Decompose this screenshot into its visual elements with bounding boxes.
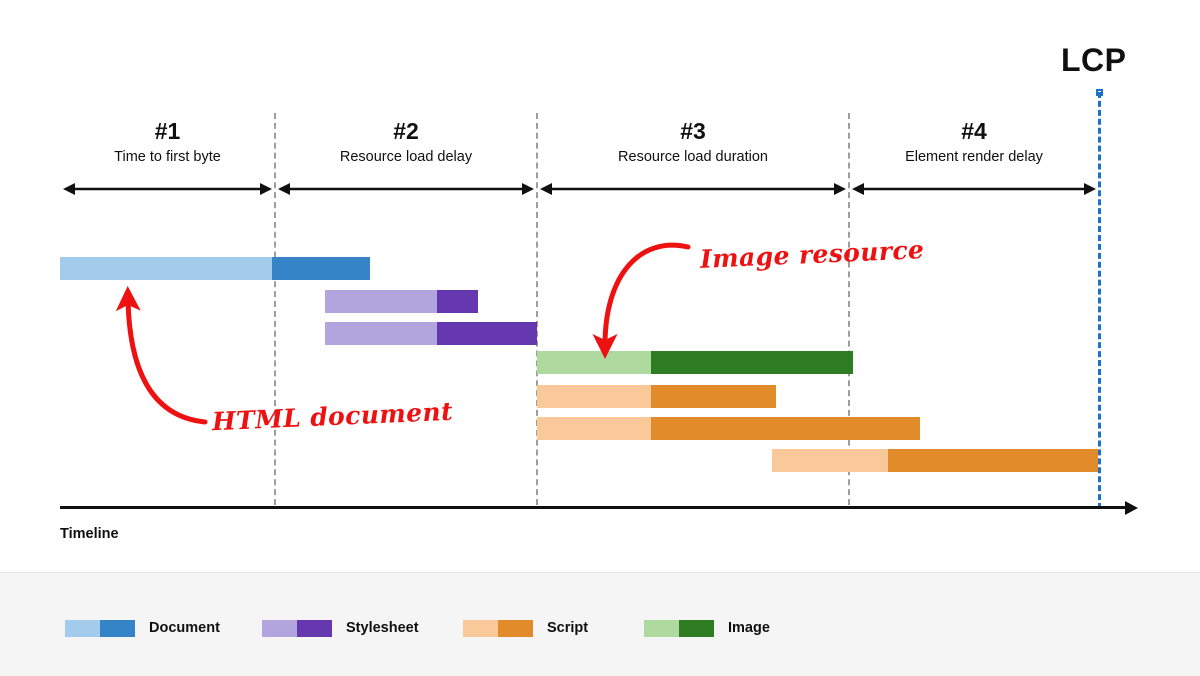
bar-script-5 (537, 385, 776, 408)
legend-item-image[interactable]: Image (644, 618, 770, 638)
bar-script-6 (537, 417, 920, 440)
gridline-2 (536, 113, 538, 505)
bar-segment-transfer (651, 385, 776, 408)
legend-swatch-light (262, 619, 297, 637)
bar-segment-transfer (651, 417, 920, 440)
phase-1-number: #1 (154, 118, 181, 144)
bar-segment-wait (772, 449, 888, 472)
phase-4-name: Element render delay (905, 149, 1043, 165)
bar-segment-transfer (437, 322, 537, 345)
legend-label-script: Script (547, 620, 589, 636)
legend-swatch-dark (498, 619, 533, 637)
legend-swatch-light (65, 619, 100, 637)
legend-swatch-image (644, 619, 714, 637)
phase-1-name: Time to first byte (114, 149, 221, 165)
legend-swatch-stylesheet (262, 619, 332, 637)
legend-swatch-light (463, 619, 498, 637)
phase-4-number: #4 (961, 118, 987, 144)
legend-label-document: Document (149, 620, 220, 636)
phase-3-number: #3 (680, 118, 706, 144)
legend-item-script[interactable]: Script (463, 618, 588, 638)
callout-image-resource: Image resource (699, 235, 925, 274)
phase-2-name: Resource load delay (339, 149, 473, 165)
legend-swatch-document (65, 619, 135, 637)
lcp-label: LCP (1061, 42, 1127, 78)
legend-swatch-dark (679, 619, 714, 637)
legend-swatch-dark (297, 619, 332, 637)
legend-swatch-light (644, 619, 679, 637)
legend-bar: Document Stylesheet Script Image (0, 572, 1200, 676)
lcp-dashed-line (1098, 92, 1101, 509)
bar-segment-wait (60, 257, 272, 280)
bar-segment-wait (325, 290, 437, 313)
gridline-1 (274, 113, 276, 505)
html-document-arrow (115, 286, 208, 425)
phase-2-number: #2 (393, 118, 419, 144)
bar-segment-transfer (272, 257, 370, 280)
legend-label-image: Image (728, 620, 770, 636)
legend-item-stylesheet[interactable]: Stylesheet (262, 618, 419, 638)
bar-script-7 (772, 449, 1098, 472)
bar-segment-transfer (437, 290, 478, 313)
phase-3-span-arrow (540, 183, 846, 195)
bar-segment-transfer (888, 449, 1098, 472)
bar-document-1 (60, 257, 370, 280)
phase-4-span-arrow (852, 183, 1096, 195)
bar-segment-transfer (651, 351, 853, 374)
phase-2-span-arrow (278, 183, 534, 195)
legend-swatch-dark (100, 619, 135, 637)
callout-arrows (115, 242, 691, 425)
timeline-axis-arrowhead (1125, 500, 1138, 515)
phase-1-span-arrow (63, 183, 272, 195)
bar-segment-wait (325, 322, 437, 345)
timeline-axis-label: Timeline (60, 526, 119, 542)
callout-html-document: HTML document (211, 396, 454, 437)
bar-segment-wait (537, 417, 651, 440)
legend-item-document[interactable]: Document (65, 618, 220, 638)
bar-stylesheet-2 (325, 290, 478, 313)
bar-segment-wait (537, 351, 651, 374)
legend-label-stylesheet: Stylesheet (346, 620, 419, 636)
gridline-3 (848, 113, 850, 505)
phase-3-name: Resource load duration (618, 149, 768, 165)
timeline-axis-line (60, 506, 1125, 509)
bar-stylesheet-3 (325, 322, 537, 345)
image-resource-arrow (592, 242, 691, 359)
legend-swatch-script (463, 619, 533, 637)
bar-segment-wait (537, 385, 651, 408)
bar-image-4 (537, 351, 853, 374)
